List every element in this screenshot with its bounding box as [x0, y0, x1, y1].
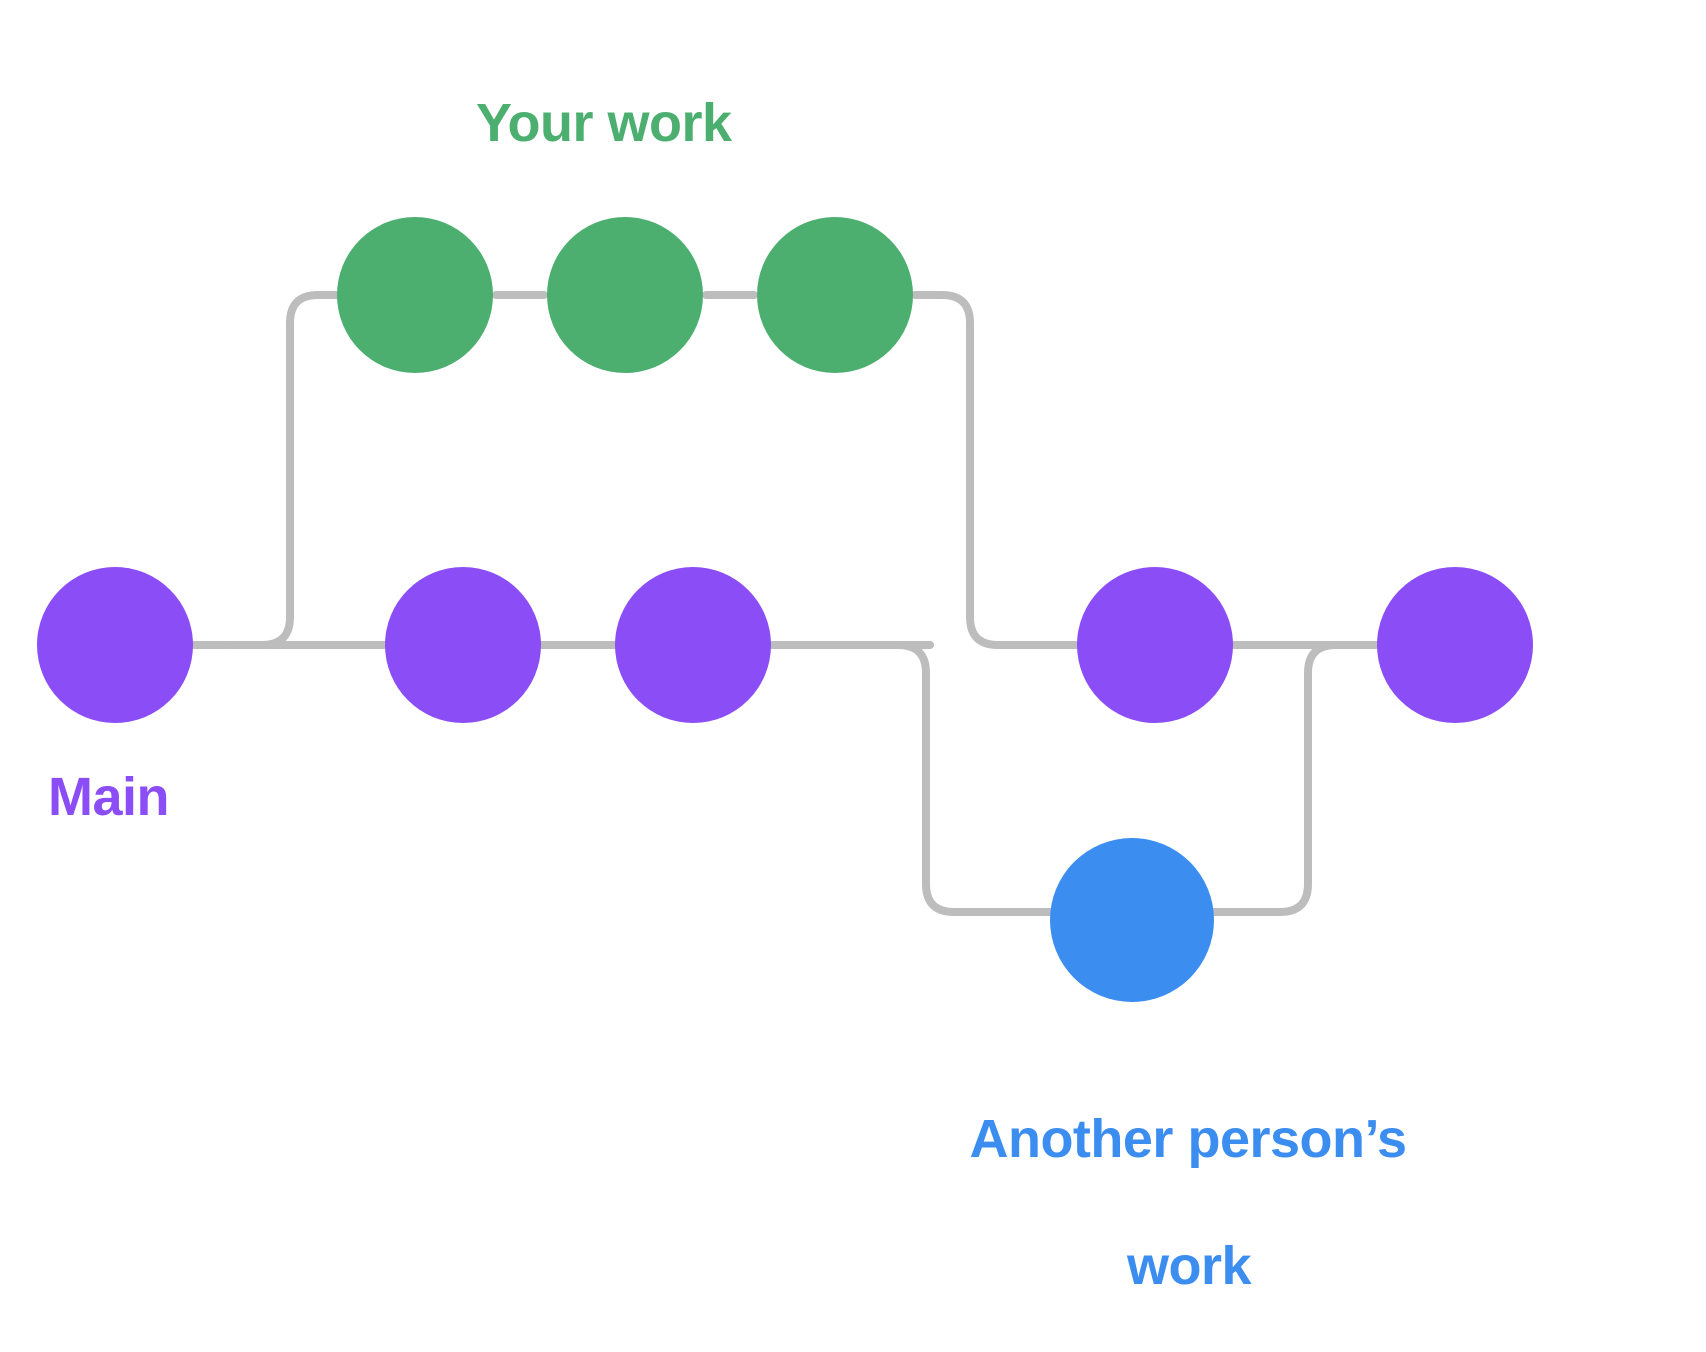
your-work-node-group — [337, 217, 913, 373]
branch-label-another-person-work: Another person’s work — [900, 1044, 1420, 1352]
commit-node-your-work-3[interactable] — [757, 217, 913, 373]
commit-node-your-work-2[interactable] — [547, 217, 703, 373]
branch-label-another-person-work-line2: work — [1126, 1236, 1252, 1297]
connector-merge-in-other-work — [1208, 641, 1384, 916]
commit-node-main-5[interactable] — [1377, 567, 1533, 723]
connector-branch-out-your-work — [226, 291, 349, 649]
commit-node-another-person-1[interactable] — [1050, 838, 1214, 1002]
main-node-group — [37, 567, 1533, 723]
branch-label-another-person-work-line1: Another person’s — [969, 1108, 1407, 1169]
branch-label-your-work: Your work — [476, 93, 732, 153]
commit-node-main-4[interactable] — [1077, 567, 1233, 723]
commit-node-main-1[interactable] — [37, 567, 193, 723]
branch-label-main: Main — [48, 767, 170, 827]
commit-node-your-work-1[interactable] — [337, 217, 493, 373]
commit-node-main-2[interactable] — [385, 567, 541, 723]
connector-merge-in-your-work — [911, 291, 1082, 649]
another-person-node-group — [1050, 838, 1214, 1002]
commit-node-main-3[interactable] — [615, 567, 771, 723]
connector-branch-out-other-work — [768, 641, 1056, 916]
